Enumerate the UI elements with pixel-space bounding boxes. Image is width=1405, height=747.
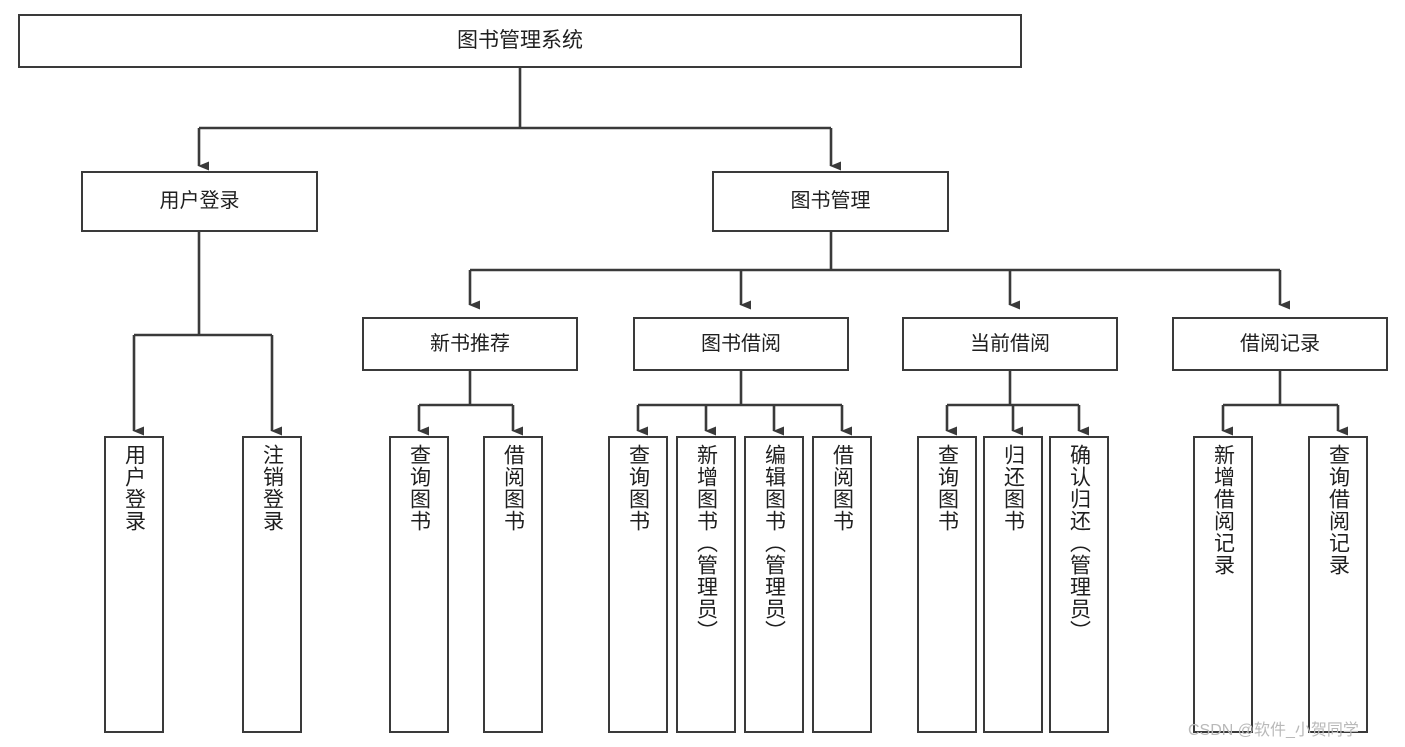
node-book-borrow-label: 图书借阅 <box>701 332 781 355</box>
node-borrow-record-label: 借阅记录 <box>1240 332 1320 355</box>
node-leaf-add-record-label: 新增借阅记录 <box>1211 444 1235 576</box>
node-leaf-return-book-label: 归还图书 <box>1001 444 1025 532</box>
node-leaf-add-record[interactable]: 新增借阅记录 <box>1193 436 1253 733</box>
node-new-book-recommend[interactable]: 新书推荐 <box>362 317 578 371</box>
node-leaf-edit-book-label: 编辑图书（管理员） <box>762 444 786 642</box>
node-leaf-query-record-label: 查询借阅记录 <box>1326 444 1350 576</box>
node-leaf-borrow-book-1[interactable]: 借阅图书 <box>483 436 543 733</box>
node-leaf-query-book-1[interactable]: 查询图书 <box>389 436 449 733</box>
node-leaf-query-record[interactable]: 查询借阅记录 <box>1308 436 1368 733</box>
node-leaf-logout-login-label: 注销登录 <box>260 444 284 532</box>
node-leaf-add-book-label: 新增图书（管理员） <box>694 444 718 642</box>
node-leaf-user-login[interactable]: 用户登录 <box>104 436 164 733</box>
node-leaf-query-book-3-label: 查询图书 <box>935 444 959 532</box>
node-root[interactable]: 图书管理系统 <box>18 14 1022 68</box>
node-root-label: 图书管理系统 <box>457 29 583 53</box>
node-book-management-label: 图书管理 <box>790 190 871 213</box>
node-leaf-edit-book[interactable]: 编辑图书（管理员） <box>744 436 804 733</box>
node-leaf-add-book[interactable]: 新增图书（管理员） <box>676 436 736 733</box>
node-current-borrow-label: 当前借阅 <box>970 332 1050 355</box>
node-leaf-query-book-2-label: 查询图书 <box>626 444 650 532</box>
node-leaf-query-book-1-label: 查询图书 <box>407 444 431 532</box>
node-leaf-borrow-book-1-label: 借阅图书 <box>501 444 525 532</box>
node-new-book-recommend-label: 新书推荐 <box>430 332 510 355</box>
node-leaf-confirm-return[interactable]: 确认归还（管理员） <box>1049 436 1109 733</box>
node-leaf-borrow-book-2-label: 借阅图书 <box>830 444 854 532</box>
node-leaf-return-book[interactable]: 归还图书 <box>983 436 1043 733</box>
node-user-login-label: 用户登录 <box>159 190 240 213</box>
node-leaf-borrow-book-2[interactable]: 借阅图书 <box>812 436 872 733</box>
node-leaf-confirm-return-label: 确认归还（管理员） <box>1067 444 1091 642</box>
node-borrow-record[interactable]: 借阅记录 <box>1172 317 1388 371</box>
node-current-borrow[interactable]: 当前借阅 <box>902 317 1118 371</box>
node-user-login[interactable]: 用户登录 <box>81 171 318 232</box>
node-book-borrow[interactable]: 图书借阅 <box>633 317 849 371</box>
node-leaf-query-book-3[interactable]: 查询图书 <box>917 436 977 733</box>
node-book-management[interactable]: 图书管理 <box>712 171 949 232</box>
node-leaf-logout-login[interactable]: 注销登录 <box>242 436 302 733</box>
node-leaf-user-login-label: 用户登录 <box>122 444 146 532</box>
node-leaf-query-book-2[interactable]: 查询图书 <box>608 436 668 733</box>
